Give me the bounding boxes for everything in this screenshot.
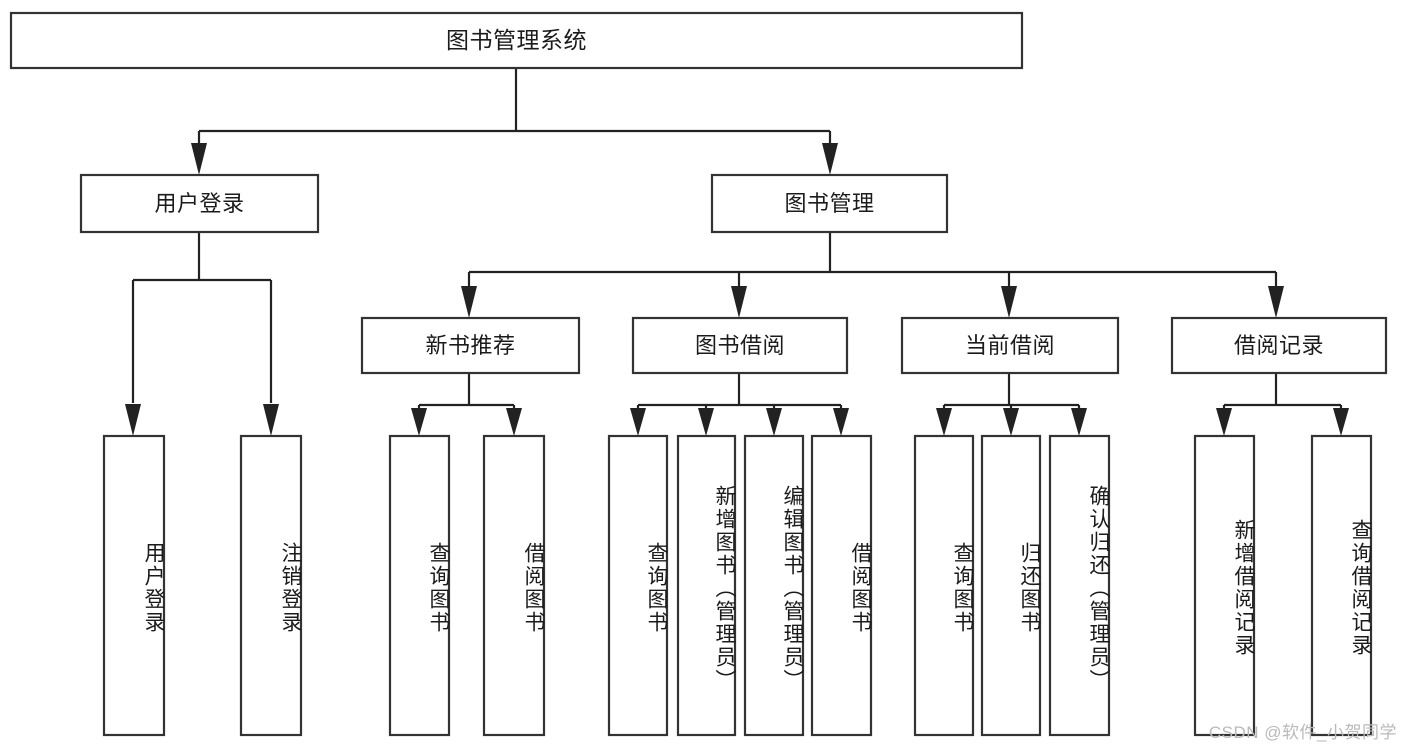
watermark: CSDN @软件_小贺同学 [1208, 723, 1397, 742]
connector-group-new-book-rec [411, 373, 522, 436]
connector-group-borrow-record [1216, 373, 1349, 436]
node-box-l4-add-book[interactable] [676, 434, 737, 737]
arrow-book-manage-to-current-borrow [1001, 286, 1017, 318]
connector-group-book-borrow [630, 373, 849, 436]
arrow-book-manage-to-book-borrow [731, 286, 747, 318]
arrow-new-book-rec-to-query-book [411, 408, 427, 436]
node-box-book-borrow[interactable] [631, 316, 849, 375]
arrow-current-borrow-to-return-book [1003, 408, 1019, 436]
node-box-l4-query-book-b[interactable] [607, 434, 669, 737]
arrow-root-to-user-login [191, 143, 207, 175]
arrow-book-borrow-to-add-book [698, 408, 714, 436]
arrow-current-borrow-to-confirm-return [1071, 408, 1087, 436]
node-box-l4-return-book[interactable] [980, 434, 1042, 737]
connector-group-root [191, 68, 838, 175]
node-box-l4-user-login[interactable] [102, 434, 166, 737]
connector-group-current-borrow [936, 373, 1087, 436]
node-box-new-book-rec[interactable] [360, 316, 581, 375]
node-box-l4-borrow-book-a[interactable] [482, 434, 546, 737]
node-box-user-login[interactable] [79, 173, 320, 234]
node-box-l4-confirm-return[interactable] [1048, 434, 1111, 737]
node-box-l4-edit-book[interactable] [743, 434, 805, 737]
connector-group-book-manage [461, 232, 1284, 318]
arrow-user-login-to-logout [263, 404, 279, 436]
node-box-borrow-record[interactable] [1170, 316, 1388, 375]
arrow-new-book-rec-to-borrow-book [506, 408, 522, 436]
arrow-book-manage-to-borrow-record [1268, 286, 1284, 318]
arrow-book-borrow-to-query-book [630, 408, 646, 436]
node-box-l4-query-book-c[interactable] [913, 434, 975, 737]
connector-group-user-login [125, 232, 279, 436]
node-box-l4-borrow-book-b[interactable] [810, 434, 873, 737]
arrow-borrow-record-to-add-record [1216, 408, 1232, 436]
arrow-root-to-book-manage [822, 143, 838, 175]
node-box-l4-add-record[interactable] [1193, 434, 1256, 737]
arrow-book-borrow-to-edit-book [766, 408, 782, 436]
node-box-l4-logout-login[interactable] [239, 434, 303, 737]
arrow-user-login-to-login [125, 404, 141, 436]
arrow-book-manage-to-new-book-rec [461, 286, 477, 318]
node-box-l4-query-record[interactable] [1310, 434, 1373, 737]
arrow-borrow-record-to-query-record [1333, 408, 1349, 436]
node-box-current-borrow[interactable] [900, 316, 1120, 375]
node-box-root[interactable] [9, 11, 1024, 70]
node-box-l4-query-book-a[interactable] [388, 434, 451, 737]
arrow-book-borrow-to-borrow-book [833, 408, 849, 436]
node-box-book-manage[interactable] [710, 173, 949, 234]
arrow-current-borrow-to-query-book [936, 408, 952, 436]
